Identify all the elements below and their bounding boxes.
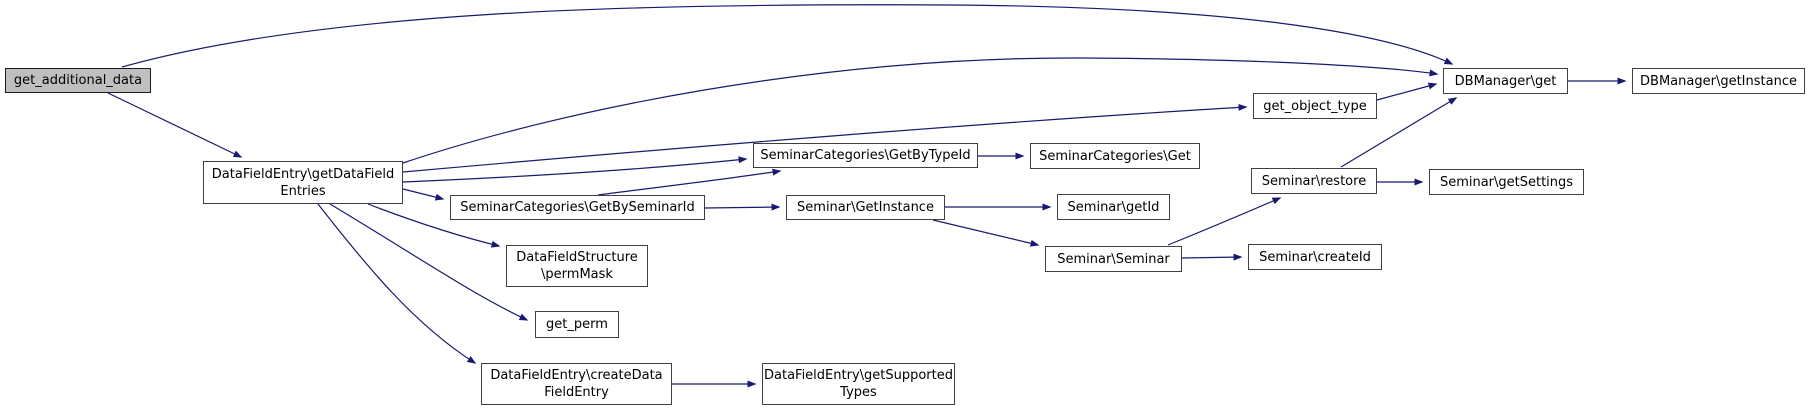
node-label: DBManager\get	[1454, 73, 1557, 89]
node-seminarcategories-get[interactable]: SeminarCategories\Get	[1030, 143, 1200, 169]
edge-getdatafieldentries-to-permmask	[367, 203, 501, 248]
node-seminar-restore[interactable]: Seminar\restore	[1251, 168, 1377, 194]
node-dbmanager-get[interactable]: DBManager\get	[1443, 68, 1568, 94]
node-label: SeminarCategories\GetBySeminarId	[460, 200, 695, 215]
edge-getdatafieldentries-to-get-perm	[329, 203, 529, 321]
node-label: FieldEntry	[544, 385, 609, 400]
node-getbyseminarid[interactable]: SeminarCategories\GetBySeminarId	[450, 195, 705, 220]
node-get-perm[interactable]: get_perm	[535, 311, 619, 338]
edge-getdatafieldentries-to-get-object-type	[402, 103, 1248, 173]
node-label: DataFieldEntry\createData	[490, 368, 663, 383]
node-seminar-createid[interactable]: Seminar\createId	[1248, 244, 1382, 270]
node-label: DBManager\getInstance	[1640, 73, 1797, 89]
node-seminar-getinstance[interactable]: Seminar\GetInstance	[786, 195, 945, 220]
node-label: DataFieldEntry\getSupported	[764, 368, 954, 383]
node-get-object-type[interactable]: get_object_type	[1253, 93, 1377, 119]
node-label: get_perm	[546, 317, 608, 332]
node-label: Entries	[280, 183, 326, 199]
edge-getdatafieldentries-to-getbyseminarid	[402, 188, 445, 201]
node-label: DataFieldEntry\getDataField	[211, 166, 395, 182]
edge-getbyseminarid-to-seminar-getinstance	[704, 203, 781, 211]
edge-get-additional-data-to-getdatafieldentries	[107, 92, 243, 158]
node-label: Seminar\restore	[1261, 173, 1367, 189]
edge-seminar-getinstance-to-seminar-seminar	[932, 219, 1040, 247]
edge-getdatafieldentries-to-getbytypeid	[402, 156, 748, 183]
edge-get-additional-data-to-dbmanager-get	[121, 4, 1454, 68]
edge-getdatafieldentries-to-createdatafieldentry	[317, 203, 477, 364]
edge-getdatafieldentries-to-dbmanager-get	[402, 57, 1439, 164]
node-label: DataFieldStructure	[516, 250, 638, 265]
node-get-additional-data: get_additional_data	[5, 68, 151, 93]
edges-group	[107, 4, 1627, 388]
edge-seminar-seminar-to-seminar-createid	[1181, 253, 1243, 261]
node-label: Seminar\getId	[1067, 199, 1160, 215]
node-seminar-getsettings[interactable]: Seminar\getSettings	[1429, 169, 1584, 195]
edge-seminar-seminar-to-seminar-restore	[1167, 197, 1282, 246]
node-label: get_object_type	[1263, 98, 1367, 114]
node-seminar-getid[interactable]: Seminar\getId	[1057, 194, 1170, 220]
node-label: SeminarCategories\GetByTypeId	[760, 148, 971, 163]
node-label: Seminar\GetInstance	[797, 200, 934, 215]
node-label: SeminarCategories\Get	[1039, 148, 1191, 164]
node-dbmanager-getinstance[interactable]: DBManager\getInstance	[1632, 68, 1805, 94]
edge-seminar-restore-to-dbmanager-get	[1340, 97, 1458, 168]
node-label: Types	[840, 385, 877, 400]
node-label: Seminar\createId	[1259, 249, 1371, 265]
edge-getbyseminarid-to-getbytypeid	[597, 168, 782, 196]
node-label: get_additional_data	[13, 73, 143, 88]
node-label: Seminar\getSettings	[1439, 174, 1574, 190]
node-getbytypeid[interactable]: SeminarCategories\GetByTypeId	[753, 143, 978, 168]
node-label: \permMask	[541, 267, 613, 282]
node-permmask[interactable]: DataFieldStructure \permMask	[506, 245, 648, 287]
node-seminar-seminar[interactable]: Seminar\Seminar	[1045, 246, 1182, 272]
edge-get-object-type-to-dbmanager-get	[1376, 82, 1438, 101]
node-label: Seminar\Seminar	[1057, 251, 1170, 267]
